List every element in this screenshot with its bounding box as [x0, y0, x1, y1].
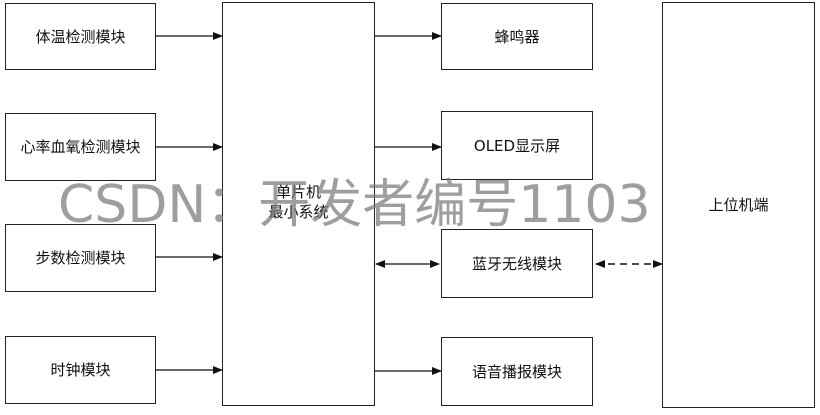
voice-module-label: 语音播报模块 — [471, 362, 562, 381]
mcu-label-line1: 单片机 — [275, 183, 321, 201]
steps-module: 步数检测模块 — [5, 224, 156, 292]
host-label: 上位机端 — [708, 196, 769, 214]
clock-module: 时钟模块 — [5, 336, 156, 404]
voice-module: 语音播报模块 — [441, 337, 593, 406]
buzzer-module-label: 蜂鸣器 — [494, 27, 540, 46]
bluetooth-module: 蓝牙无线模块 — [441, 229, 593, 298]
steps-module-label: 步数检测模块 — [35, 249, 126, 267]
buzzer-module: 蜂鸣器 — [441, 3, 593, 70]
bluetooth-module-label: 蓝牙无线模块 — [471, 254, 562, 273]
host-box: 上位机端 — [662, 2, 815, 408]
hr-spo2-module-label: 心率血氧检测模块 — [20, 138, 141, 156]
oled-module: OLED显示屏 — [441, 111, 593, 180]
mcu-label-line2: 最小系统 — [268, 203, 329, 221]
temp-module-label: 体温检测模块 — [35, 27, 126, 46]
clock-module-label: 时钟模块 — [50, 361, 111, 379]
oled-module-label: OLED显示屏 — [473, 136, 561, 155]
temp-module: 体温检测模块 — [5, 3, 156, 70]
mcu-box: 单片机 最小系统 — [222, 2, 375, 406]
hr-spo2-module: 心率血氧检测模块 — [5, 113, 156, 181]
